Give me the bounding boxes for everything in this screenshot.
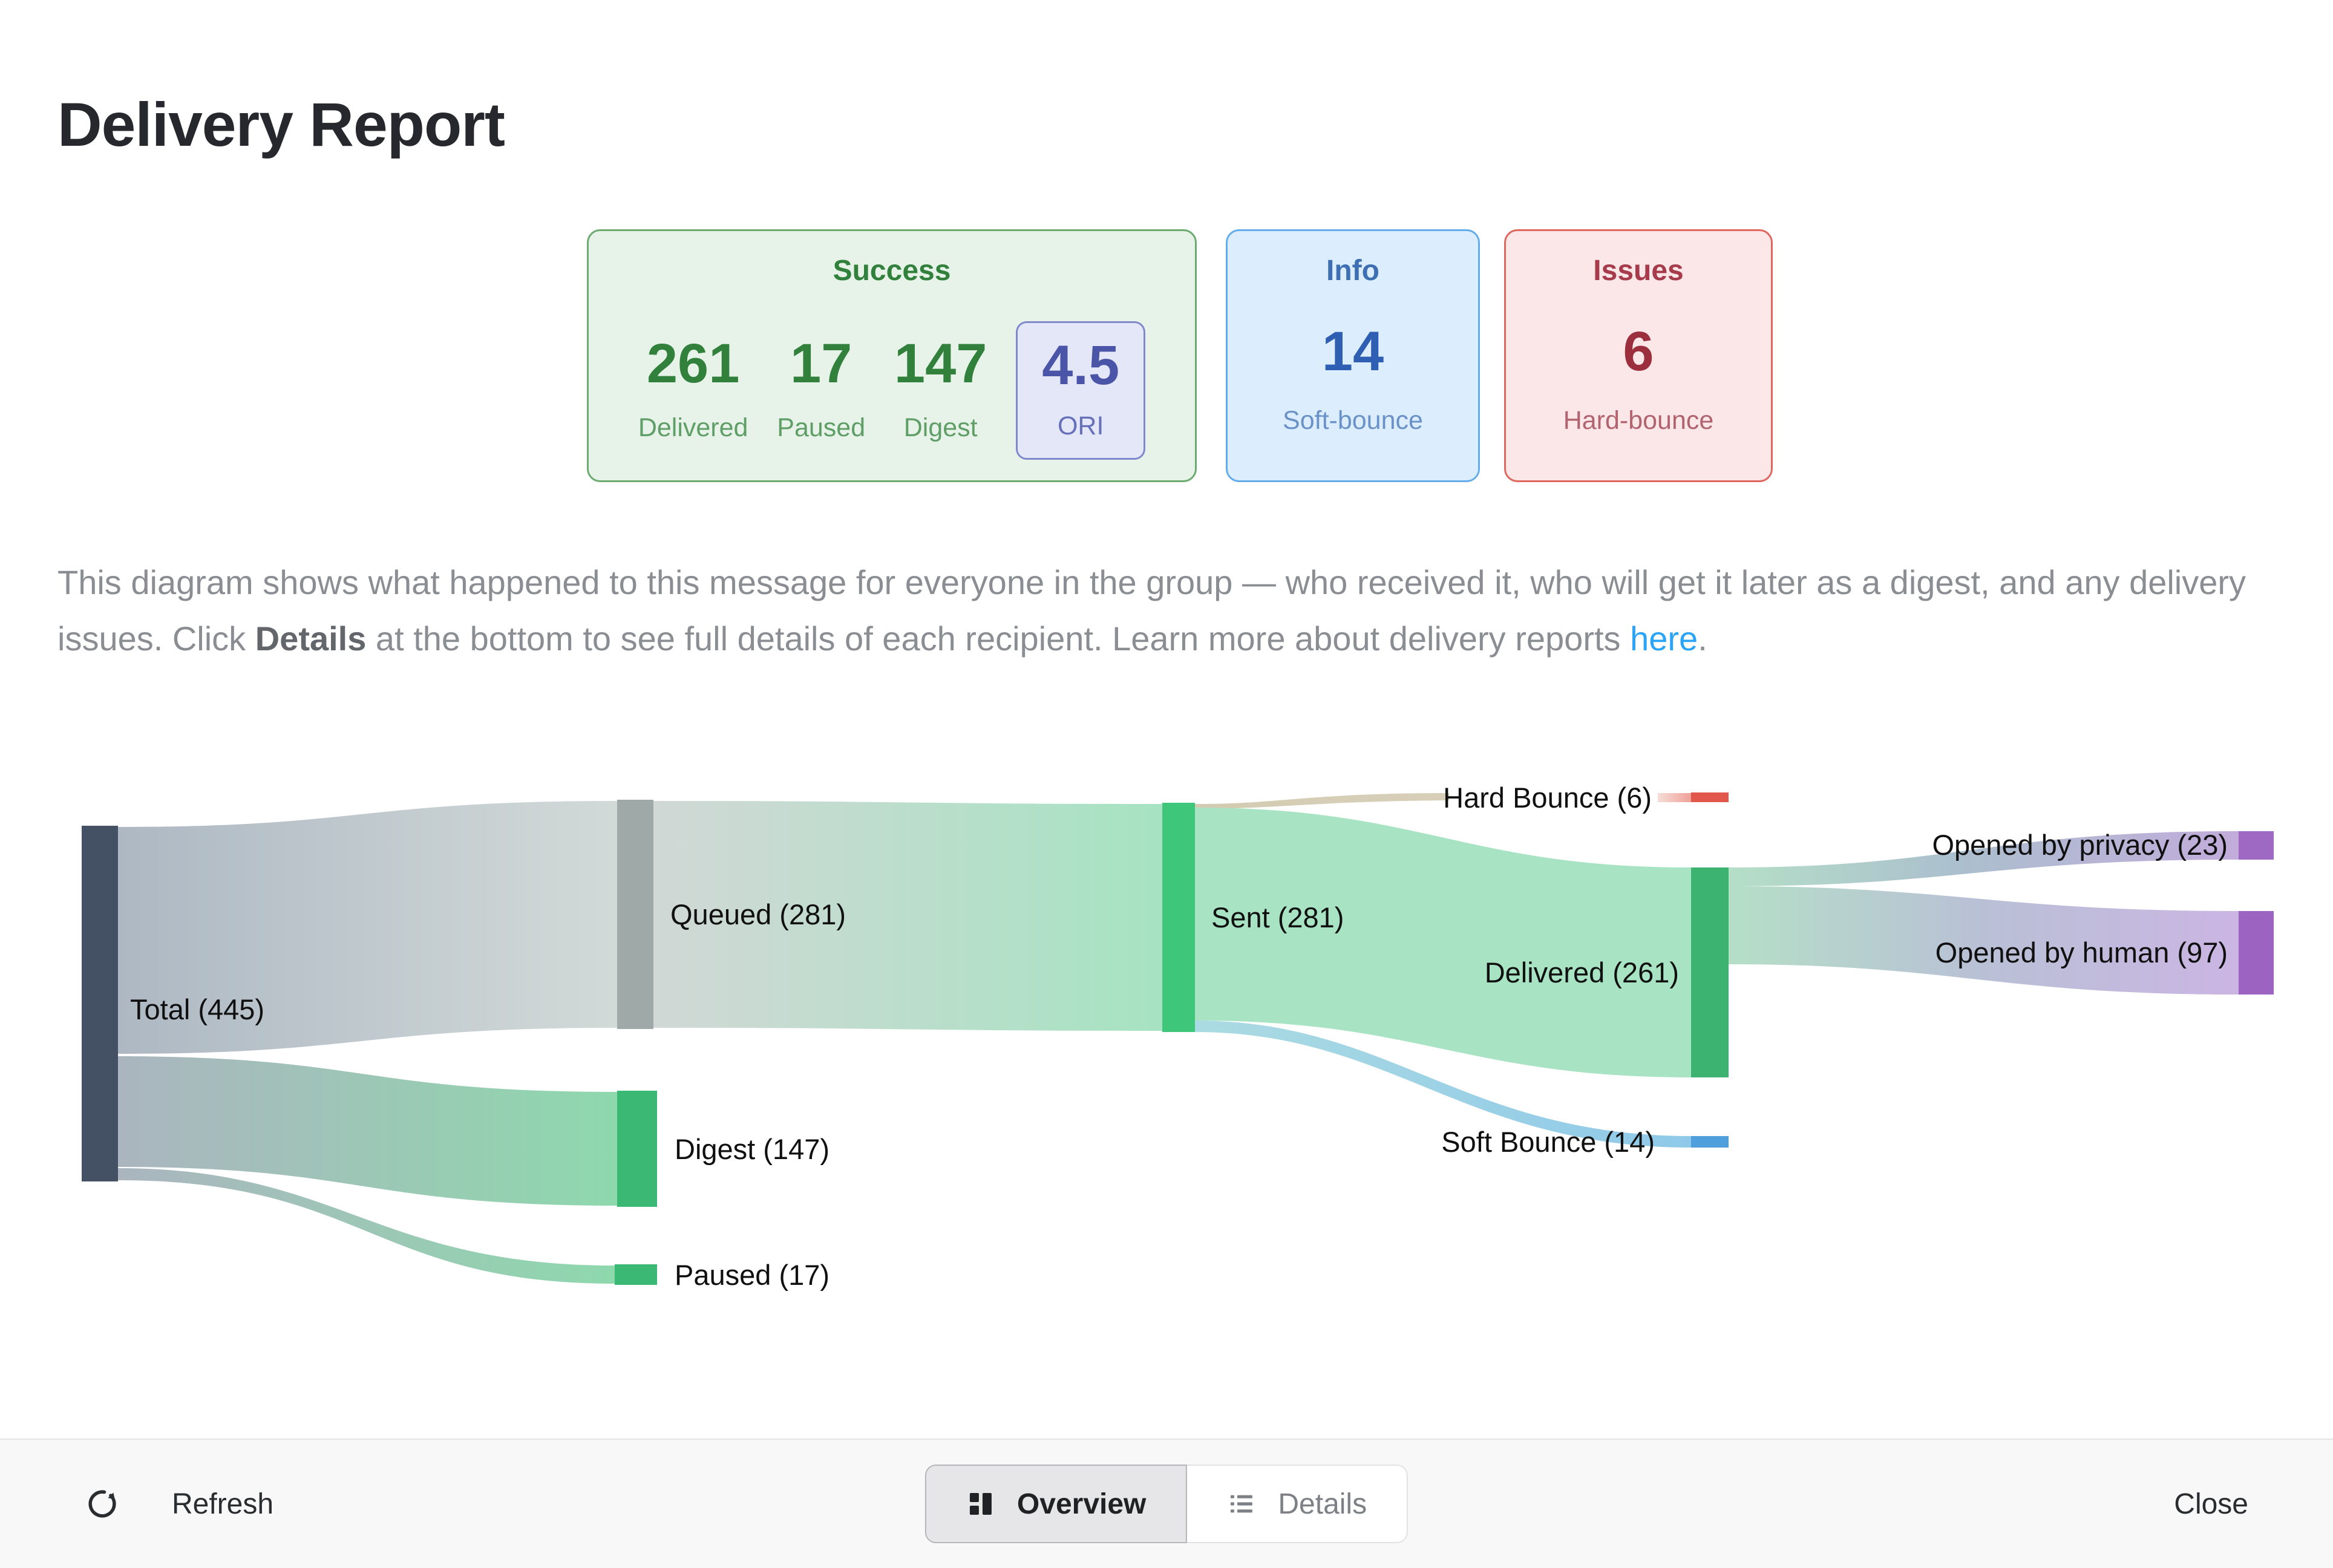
- sankey-label-digest: Digest (147): [675, 1133, 829, 1165]
- stat-paused-value: 17: [790, 333, 852, 394]
- sankey-label-sent: Sent (281): [1211, 901, 1344, 933]
- view-tabs: Overview Details: [924, 1465, 1409, 1543]
- overview-grid-icon: [966, 1489, 995, 1518]
- flow-delivered-privacy: [1729, 831, 2239, 886]
- ori-value: 4.5: [1042, 335, 1120, 396]
- stat-paused-label: Paused: [777, 413, 866, 442]
- ori-label: ORI: [1057, 411, 1104, 440]
- flow-total-queued: [118, 801, 617, 1054]
- stat-delivered-label: Delivered: [638, 413, 748, 442]
- issues-card-value: 6: [1623, 321, 1654, 382]
- refresh-icon: [85, 1486, 120, 1521]
- flow-sent-softbounce: [1195, 1021, 1691, 1148]
- here-link[interactable]: here: [1630, 619, 1698, 658]
- flow-sent-delivered: [1195, 808, 1691, 1077]
- tab-overview[interactable]: Overview: [924, 1465, 1188, 1543]
- description-text: This diagram shows what happened to this…: [57, 554, 2248, 667]
- description-part2: at the bottom to see full details of eac…: [366, 619, 1631, 658]
- success-stats-row: 261 Delivered 17 Paused 147 Digest 4.5 O…: [589, 321, 1195, 460]
- footer-bar: Refresh Overview: [0, 1439, 2333, 1568]
- flow-total-paused: [118, 1168, 615, 1284]
- tab-details[interactable]: Details: [1186, 1465, 1409, 1543]
- node-total: [82, 826, 118, 1181]
- info-card-title: Info: [1326, 255, 1379, 287]
- node-queued: [617, 800, 653, 1029]
- info-card-value: 14: [1321, 321, 1384, 382]
- refresh-label: Refresh: [172, 1488, 274, 1520]
- tab-overview-label: Overview: [1016, 1488, 1147, 1520]
- sankey-label-softbounce: Soft Bounce (14): [1441, 1126, 1655, 1158]
- success-card-title: Success: [833, 255, 951, 287]
- sankey-label-paused: Paused (17): [675, 1259, 829, 1291]
- description-details-bold: Details: [255, 619, 367, 658]
- refresh-button[interactable]: Refresh: [85, 1486, 273, 1521]
- flow-sent-hardbounce: [1195, 793, 1449, 809]
- stat-digest-value: 147: [894, 333, 987, 394]
- node-digest: [617, 1091, 657, 1207]
- node-paused: [615, 1264, 657, 1285]
- sankey-label-total: Total (445): [130, 993, 264, 1025]
- stat-digest: 147 Digest: [894, 321, 987, 443]
- sankey-label-opened-privacy: Opened by privacy (23): [1932, 829, 2228, 861]
- page-title: Delivery Report: [57, 90, 505, 159]
- flow-delivered-human: [1729, 886, 2239, 995]
- node-sent: [1162, 803, 1195, 1032]
- sankey-label-queued: Queued (281): [670, 898, 846, 930]
- description-part3: .: [1698, 619, 1707, 658]
- tab-details-label: Details: [1278, 1488, 1367, 1520]
- stat-paused: 17 Paused: [777, 321, 865, 443]
- sankey-label-delivered: Delivered (261): [1485, 956, 1679, 988]
- node-delivered: [1691, 867, 1729, 1077]
- info-card: Info 14 Soft-bounce: [1226, 229, 1480, 482]
- sankey-label-hardbounce: Hard Bounce (6): [1443, 782, 1652, 814]
- stat-delivered-value: 261: [646, 333, 740, 394]
- info-card-label: Soft-bounce: [1283, 406, 1423, 435]
- sankey-label-opened-human: Opened by human (97): [1935, 936, 2228, 969]
- issues-card-title: Issues: [1593, 255, 1684, 287]
- node-softbounce: [1691, 1136, 1729, 1148]
- node-hardbounce: [1691, 792, 1729, 802]
- ori-badge: 4.5 ORI: [1016, 321, 1146, 460]
- flow-total-digest: [118, 1056, 617, 1206]
- issues-card: Issues 6 Hard-bounce: [1504, 229, 1773, 482]
- details-list-icon: [1227, 1489, 1256, 1518]
- flow-hardbounce-fade: [1658, 793, 1691, 802]
- description-part1: This diagram shows what happened to this…: [57, 563, 2246, 658]
- node-opened-privacy: [2239, 831, 2274, 860]
- success-card: Success 261 Delivered 17 Paused 147 Dige…: [587, 229, 1197, 482]
- close-button[interactable]: Close: [2174, 1488, 2248, 1520]
- node-opened-human: [2239, 911, 2274, 995]
- delivery-sankey-diagram: Total (445) Queued (281) Digest (147) Pa…: [82, 782, 2274, 1291]
- stat-digest-label: Digest: [903, 413, 978, 442]
- issues-card-label: Hard-bounce: [1563, 406, 1714, 435]
- flow-queued-sent: [653, 801, 1162, 1031]
- stat-delivered: 261 Delivered: [638, 321, 748, 443]
